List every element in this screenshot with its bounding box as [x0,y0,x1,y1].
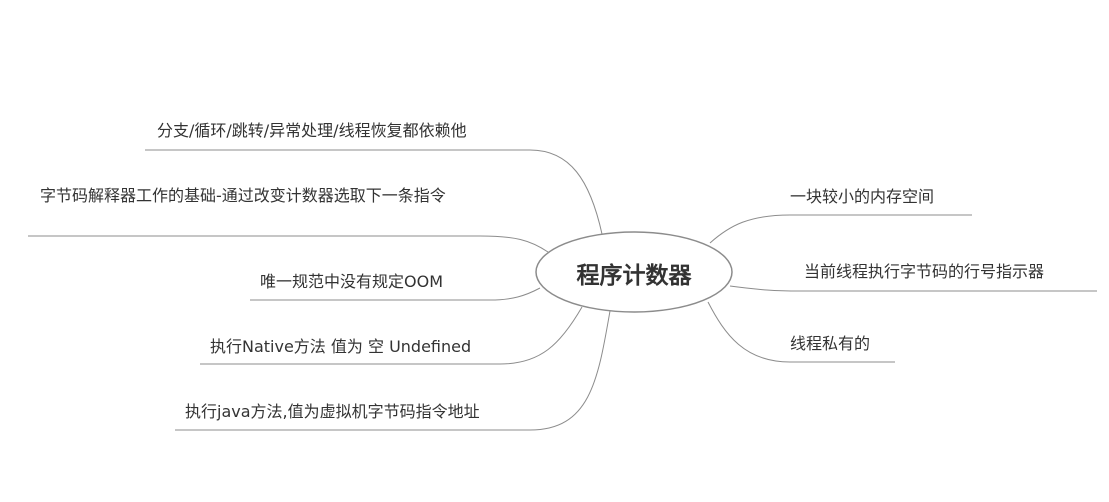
central-node [535,231,733,313]
connector-left-5 [175,310,611,431]
connector-left-1 [145,149,603,235]
connector-right-1 [709,214,972,244]
branch-left-1-label: 分支/循环/跳转/异常处理/线程恢复都依赖他 [157,121,467,140]
connector-left-3 [250,287,541,301]
connector-right-3 [707,301,895,363]
branch-left-3-label: 唯一规范中没有规定OOM [260,272,443,291]
central-node-label: 程序计数器 [576,263,692,289]
branch-left-2-label: 字节码解释器工作的基础-通过改变计数器选取下一条指令 [40,186,446,205]
branch-right-3-label: 线程私有的 [790,334,871,353]
branch-right-1-label: 一块较小的内存空间 [790,187,935,206]
connector-left-4 [200,306,583,365]
connector-left-2 [28,235,549,253]
connector-right-2 [729,285,1097,292]
branch-left-4-label: 执行Native方法 值为 空 Undefined [210,337,472,356]
branch-right-2-label: 当前线程执行字节码的行号指示器 [804,262,1045,281]
branch-left-5-label: 执行java方法,值为虚拟机字节码指令地址 [185,402,480,421]
